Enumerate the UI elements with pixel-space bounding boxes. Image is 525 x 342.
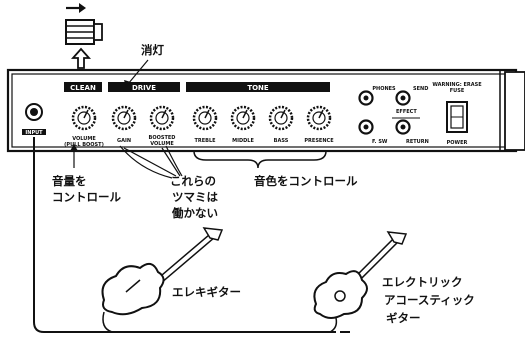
knob-clean-volume [71,105,97,131]
warning-label-2: FUSE [450,88,465,94]
volume-control-label-2: コントロール [52,190,121,204]
effect-label: EFFECT [396,109,417,115]
jack-send [395,90,411,106]
acoustic-label-3: ギター [386,311,421,325]
guitar-cable [33,137,350,333]
knob-label-volume: VOLUME [72,136,96,142]
send-label: SEND [413,86,428,92]
power-switch [446,101,468,133]
acoustic-label-2: アコースティック [384,293,475,307]
input-label: INPUT [25,130,43,136]
volume-control-label-1: 音量を [52,174,87,188]
footswitch-icon [65,19,103,45]
light-off-label: 消灯 [141,43,164,57]
warning-label: WARNING: ERASE [432,82,482,88]
tone-control-label: 音色をコントロール [254,174,358,188]
fsw-label: F. SW [372,139,388,145]
knob-middle [230,105,256,131]
knob-label-presence: PRESENCE [304,138,334,144]
knob-label-drive-volume: VOLUME [150,141,174,147]
phones-label: PHONES [372,86,396,92]
amp-front-panel [6,68,525,153]
power-label: POWER [447,140,468,146]
clean-header: CLEAN [70,84,96,92]
jack-fsw [358,119,374,135]
these-knobs-label-1: これらの [170,174,216,188]
acoustic-guitar-icon [313,231,408,319]
arrow-right-icon [66,3,86,13]
knob-label-volume-sub: (PULL BOOST) [64,142,104,148]
knob-label-middle: MIDDLE [232,138,254,144]
jack-return [395,119,411,135]
knob-label-boosted: BOOSTED [149,135,176,141]
knob-drive-gain [111,105,137,131]
drive-header: DRIVE [132,84,156,92]
arrow-up-icon [70,47,92,69]
electric-guitar-label: エレキギター [172,285,241,299]
jack-phones [358,90,374,106]
section-headers: CLEAN DRIVE TONE [64,82,330,92]
return-label: RETURN [406,139,429,145]
acoustic-label-1: エレクトリック [382,275,463,289]
knob-bass [268,105,294,131]
knob-label-treble: TREBLE [194,138,216,144]
knob-label-gain: GAIN [117,138,131,144]
knob-presence [306,105,332,131]
tone-header: TONE [247,84,269,92]
knob-label-bass: BASS [274,138,289,144]
input-jack: INPUT [22,103,46,136]
knob-treble [192,105,218,131]
electric-guitar-icon [101,227,224,316]
these-knobs-label-3: 働かない [171,206,218,220]
these-knobs-label-2: ツマミは [172,190,218,204]
knob-drive-volume [149,105,175,131]
